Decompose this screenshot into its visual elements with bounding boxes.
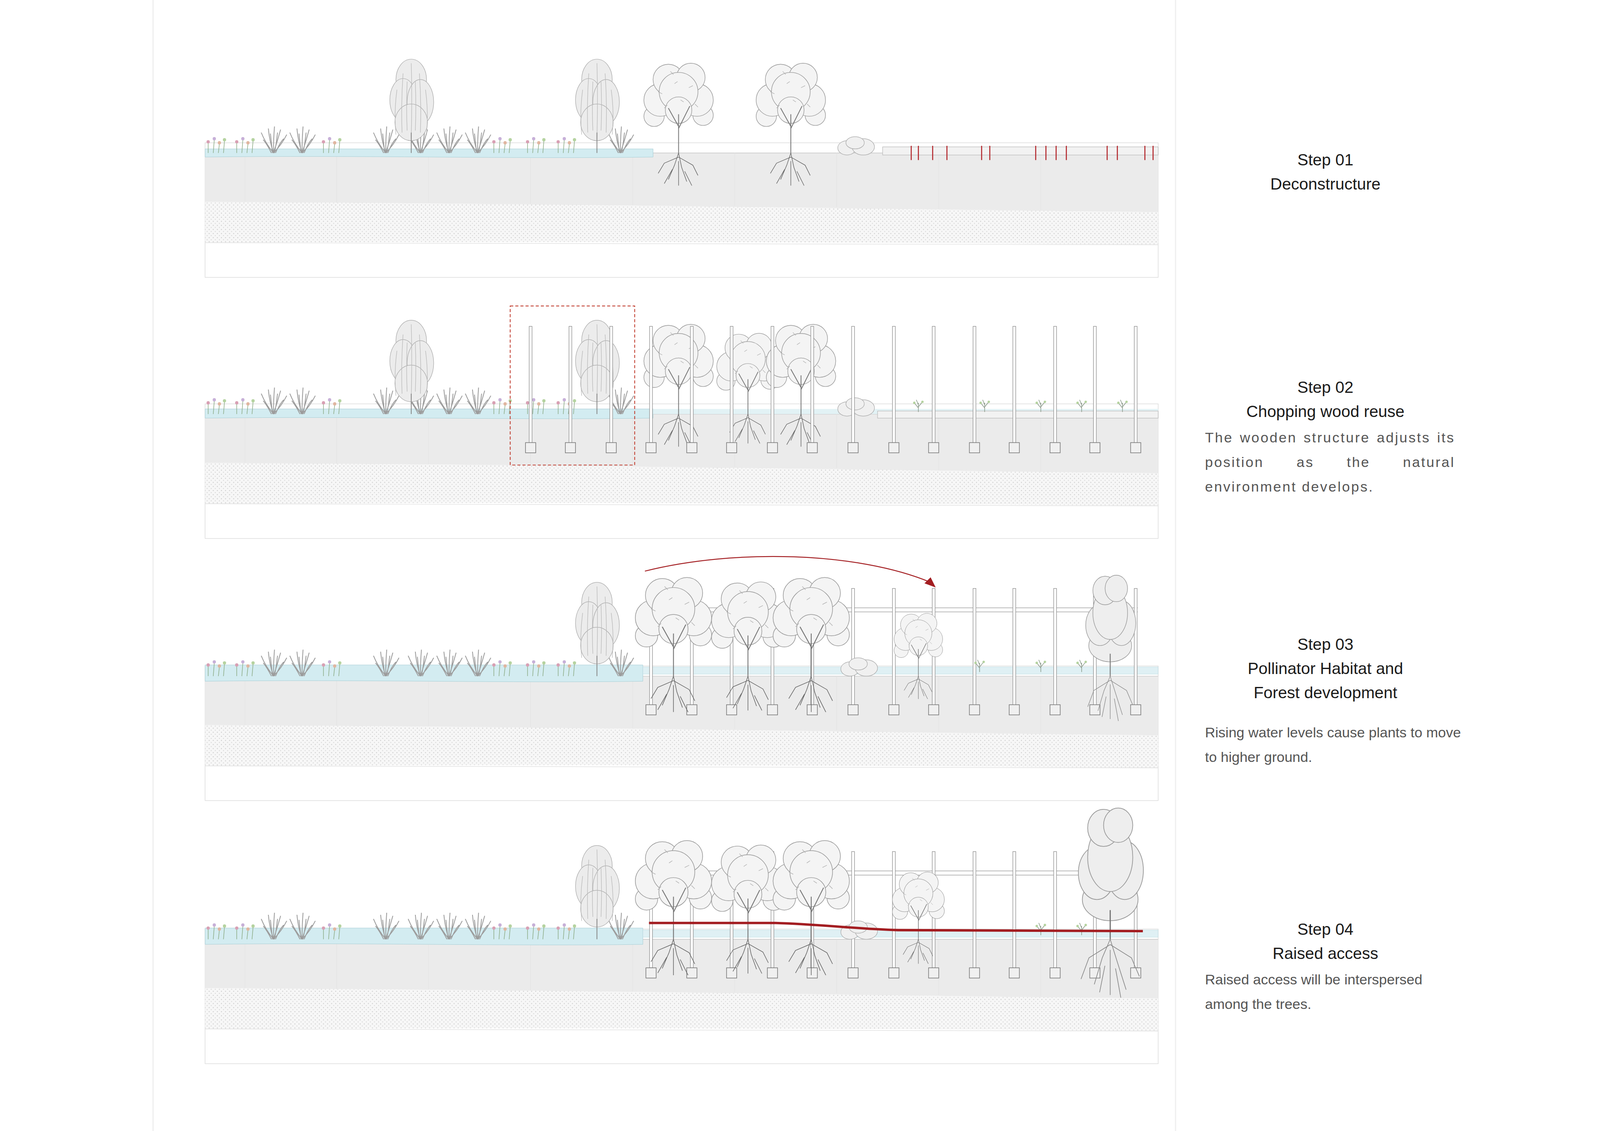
step-note: Raised access will be interspersed among…: [1205, 967, 1464, 1017]
step-number: Step 01: [1225, 147, 1426, 173]
step-title: Deconstructure: [1225, 172, 1426, 197]
step-heading: Step 04Raised access: [1225, 917, 1426, 966]
step-note: Rising water levels cause plants to move…: [1205, 720, 1464, 770]
step-heading: Step 02Chopping wood reuse: [1225, 375, 1426, 424]
step-description: Rising water levels cause plants to move…: [1205, 720, 1464, 770]
step-description: Raised access will be interspersed among…: [1205, 967, 1464, 1017]
step-title: Chopping wood reuse: [1225, 399, 1426, 424]
step-title: Pollinator Habitat and Forest developmen…: [1225, 656, 1426, 705]
step-heading: Step 03Pollinator Habitat and Forest dev…: [1225, 632, 1426, 705]
step-number: Step 03: [1225, 632, 1426, 657]
step-description: The wooden structure adjusts its positio…: [1205, 425, 1455, 500]
step-number: Step 02: [1225, 375, 1426, 400]
step-title: Raised access: [1225, 941, 1426, 966]
step-number: Step 04: [1225, 917, 1426, 942]
step-heading: Step 01Deconstructure: [1225, 147, 1426, 197]
step-note: The wooden structure adjusts its positio…: [1205, 425, 1455, 500]
